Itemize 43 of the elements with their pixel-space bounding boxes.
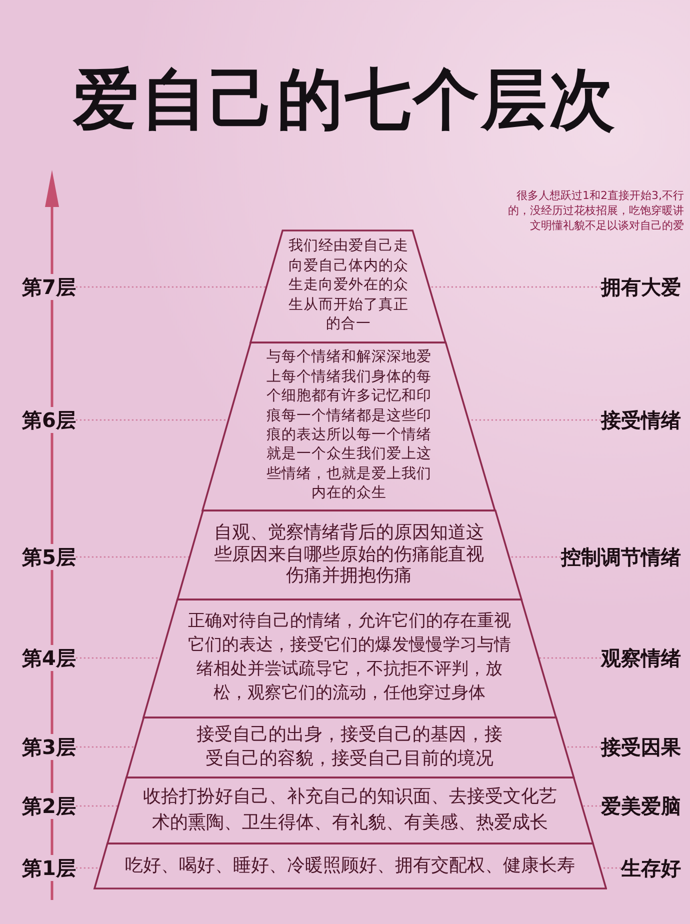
pyramid-tier (124, 716, 575, 778)
leader-line (564, 746, 601, 748)
level-label: 生存好 (621, 855, 681, 881)
leader-line (430, 286, 601, 288)
level-label: 拥有大爱 (601, 274, 681, 300)
level-label: 第2层 (22, 793, 76, 819)
level-label: 第5层 (22, 544, 76, 570)
tier-text: 与每个情绪和解深深地爱上每个情绪我们身体的每个细胞都有许多记忆和印痕每一个情绪都是这些印痕的表达所以每一个情绪就是一个众生我们爱上这些情绪，也就是爱上我们内在的众生 (265, 348, 432, 504)
tier-text: 正确对待自己的情绪，允许它们的存在重视它们的表达，接受它们的爆发慢慢学习与情绪相处并尝试疏导它，不抗拒不评判，放松，观察它们的流动，任他穿过身体 (186, 610, 512, 705)
title: 爱自己的七个层次 (73, 60, 617, 140)
leader-line (76, 805, 118, 807)
pyramid-tier (106, 776, 594, 844)
tier-text: 接受自己的出身，接受自己的基因，接受自己的容貌，接受自己目前的境况 (196, 723, 504, 771)
pyramid-tier (176, 508, 523, 600)
leader-line (76, 286, 267, 288)
leader-line (508, 556, 561, 558)
tier-text: 收拾打扮好自己、补充自己的知识面、去接受文化艺术的熏陶、卫生得体、有礼貌、有美感、热爱成长 (142, 785, 558, 835)
pyramid-tier (201, 340, 497, 512)
level-label: 第1层 (22, 855, 76, 881)
tier-text: 自观、觉察情绪背后的原因知道这些原因来自哪些原始的伤痛能直视伤痛并拥抱伤痛 (213, 522, 486, 587)
level-label: 接受因果 (601, 734, 681, 760)
level-label: 观察情绪 (601, 645, 681, 671)
note-text: 很多人想跃过1和2直接开始3,不行的，没经历过花枝招展，吃饱穿暖讲文明懂礼貌不足以谈对自己的爱 (507, 188, 684, 233)
leader-line (76, 867, 100, 869)
tier-text: 吃好、喝好、睡好、冷暖照顾好、拥有交配权、健康长寿 (124, 854, 575, 878)
tier-text: 我们经由爱自己走向爱自己体内的众生走向爱外在的众生从而开始了真正的合一 (288, 237, 408, 334)
leader-line (468, 419, 601, 421)
leader-line (76, 419, 228, 421)
level-label: 控制调节情绪 (561, 544, 681, 570)
level-label: 接受情绪 (601, 407, 681, 433)
level-label: 第4层 (22, 645, 76, 671)
level-label: 第3层 (22, 734, 76, 760)
leader-line (76, 657, 160, 659)
level-label: 第6层 (22, 407, 76, 433)
pyramid-tier (142, 598, 558, 718)
level-label: 爱美爱脑 (601, 793, 681, 819)
leader-line (76, 746, 135, 748)
leader-line (76, 556, 190, 558)
leader-line (582, 805, 601, 807)
pyramid-tier (92, 842, 608, 890)
level-label: 第7层 (22, 274, 76, 300)
leader-line (538, 657, 601, 659)
pyramid-tier (249, 228, 448, 344)
